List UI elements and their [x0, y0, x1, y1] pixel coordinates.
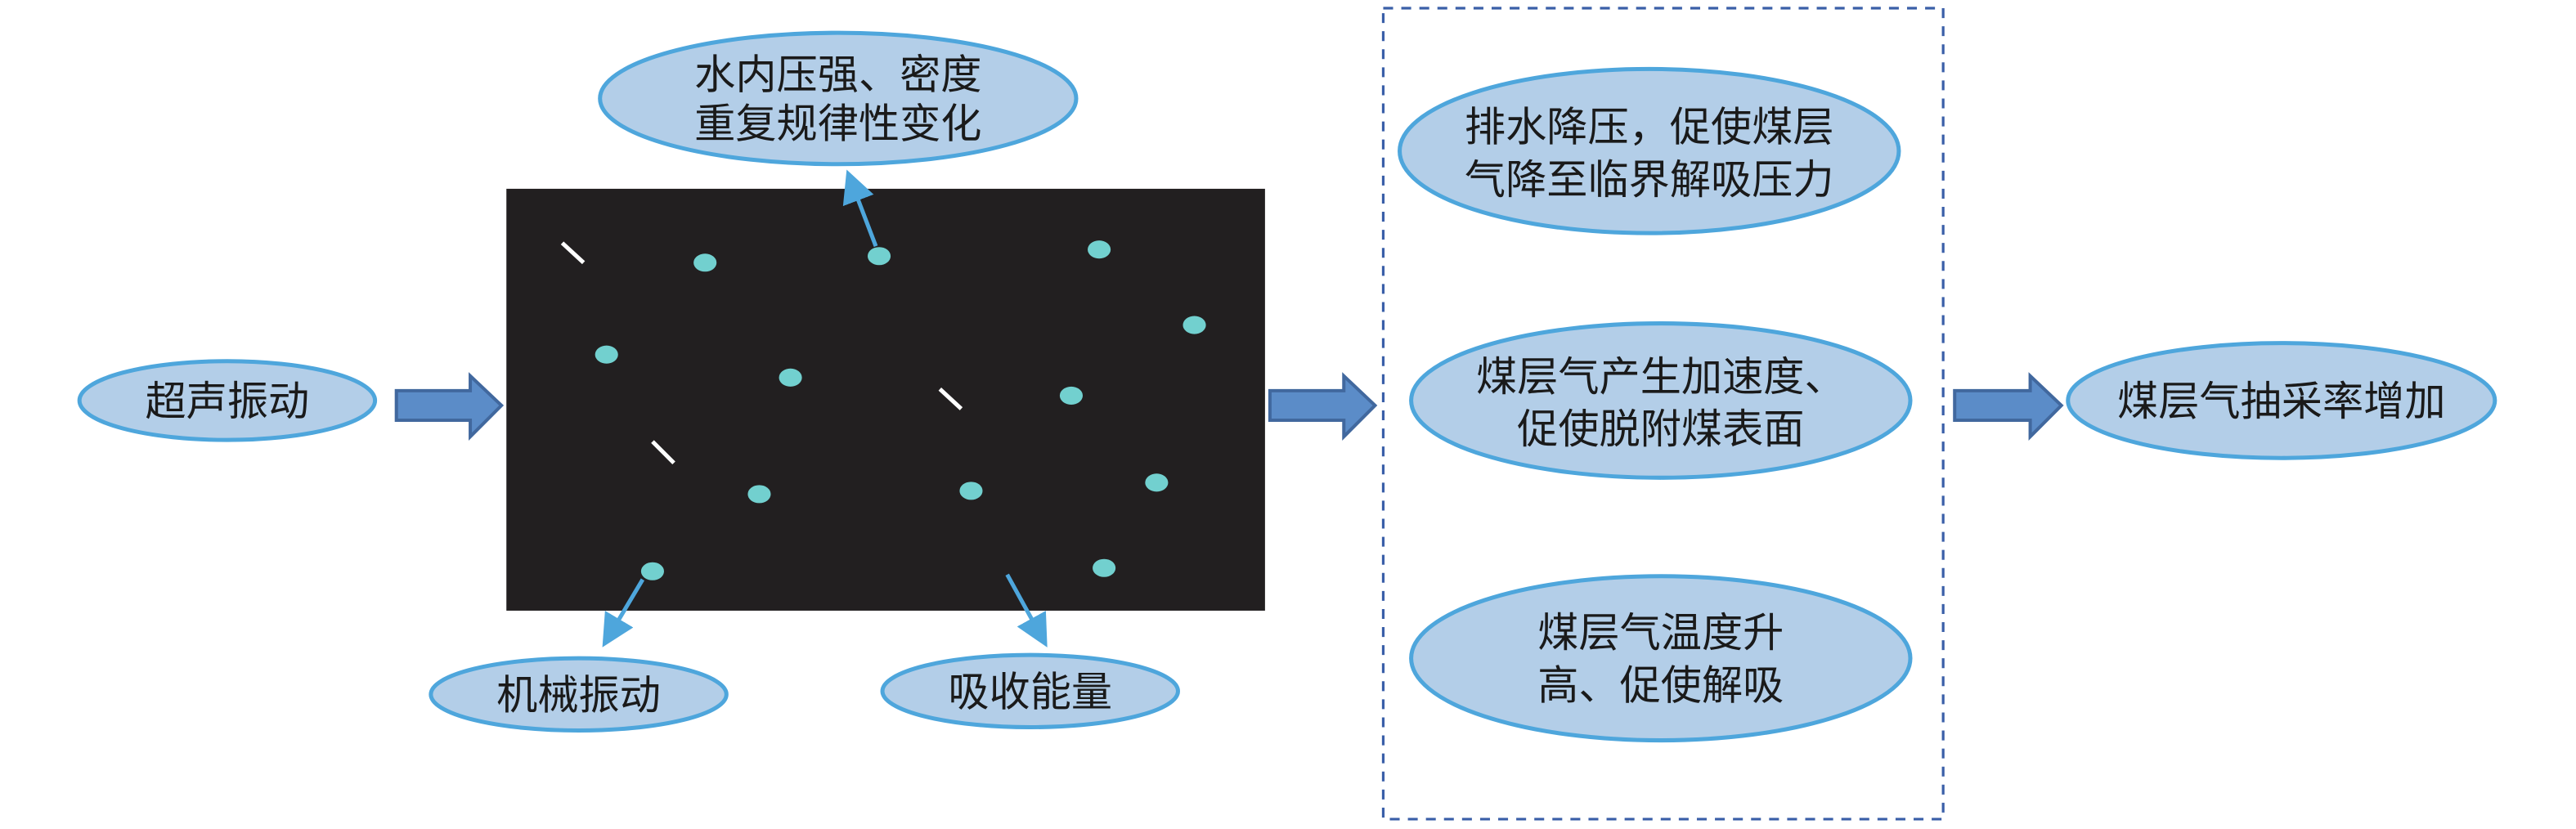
- particle: [693, 253, 717, 272]
- input-node: 超声振动: [77, 359, 378, 442]
- top-effect-line-1: 水内压强、密度: [694, 50, 981, 98]
- arrow-to-top-effect: [842, 169, 878, 248]
- mechanism-line: 气降至临界解吸压力: [1465, 155, 1834, 204]
- top-effect-node: 水内压强、密度 重复规律性变化: [598, 30, 1079, 167]
- arrow-to-mechanical: [602, 578, 645, 648]
- particle: [959, 482, 983, 500]
- arrow-to-absorb: [1005, 573, 1048, 648]
- bottom-effect-node-2: 吸收能量: [880, 652, 1180, 730]
- particle: [1059, 386, 1084, 405]
- mechanism-line: 煤层气温度升: [1537, 608, 1784, 656]
- particle: [1093, 558, 1116, 577]
- particle: [1145, 473, 1169, 492]
- mechanism-node-1: 排水降压，促使煤层 气降至临界解吸压力: [1398, 66, 1901, 235]
- water-medium-box: [506, 188, 1265, 611]
- bottom-effect-label: 吸收能量: [948, 667, 1112, 715]
- bottom-effect-label: 机械振动: [496, 670, 661, 719]
- result-node: 煤层气抽采率增加: [2066, 341, 2497, 460]
- mechanism-line: 排水降压，促使煤层: [1465, 103, 1834, 151]
- block-arrow-3: [1953, 372, 2064, 441]
- particles: [595, 240, 1206, 580]
- top-effect-line-2: 重复规律性变化: [694, 100, 981, 148]
- mechanism-node-2: 煤层气产生加速度、 促使脱附煤表面: [1409, 321, 1913, 480]
- result-label: 煤层气抽采率增加: [2117, 377, 2446, 425]
- mechanism-node-3: 煤层气温度升 高、促使解吸: [1409, 574, 1913, 743]
- particle: [779, 368, 802, 387]
- particle: [1088, 240, 1111, 259]
- bubble-dash: [938, 388, 963, 410]
- input-label: 超声振动: [146, 377, 310, 425]
- particle: [1183, 316, 1206, 334]
- bottom-effect-node-1: 机械振动: [429, 656, 729, 733]
- mechanisms-group-box: [1381, 7, 1945, 821]
- block-arrow-2: [1268, 372, 1378, 441]
- particle: [867, 247, 891, 266]
- bubble-dash: [560, 241, 586, 265]
- particle: [640, 562, 664, 580]
- mechanism-line: 高、促使解吸: [1537, 661, 1784, 709]
- bubble-dash: [651, 440, 675, 465]
- mechanism-line: 煤层气产生加速度、: [1476, 352, 1846, 401]
- particle: [595, 345, 618, 364]
- mechanism-line: 促使脱附煤表面: [1517, 405, 1804, 453]
- block-arrow-1: [394, 372, 505, 441]
- particle: [747, 485, 771, 504]
